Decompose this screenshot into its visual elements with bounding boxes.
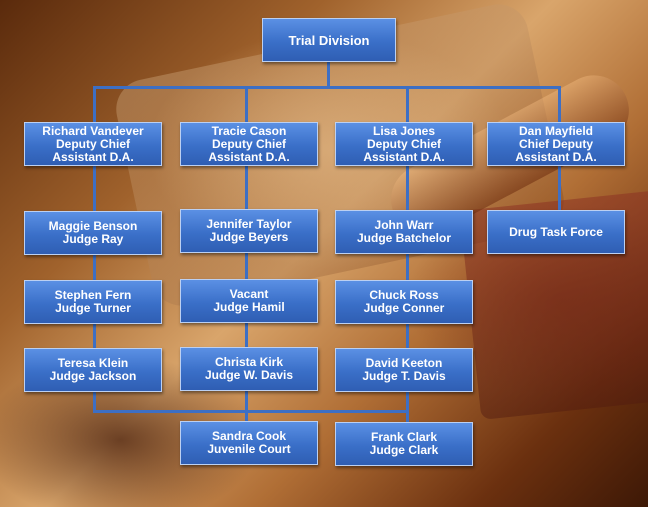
node-line: Frank Clark [370, 430, 438, 444]
connector-top-bar [93, 86, 561, 89]
node-line: Chuck Ross [369, 288, 439, 302]
node-line: David Keeton [365, 356, 443, 370]
node-line: Dan Mayfield [518, 123, 593, 138]
node-line: Judge W. Davis [204, 368, 294, 382]
node-line: Assistant D.A. [515, 149, 597, 164]
node-tracie-cason: Tracie Cason Deputy Chief Assistant D.A. [180, 122, 318, 166]
node-line: Sandra Cook [211, 429, 286, 443]
node-vacant: Vacant Judge Hamil [180, 279, 318, 323]
node-line: Stephen Fern [54, 288, 132, 302]
node-lisa-jones: Lisa Jones Deputy Chief Assistant D.A. [335, 122, 473, 166]
node-line: Jennifer Taylor [206, 217, 292, 231]
node-line: Assistant D.A. [208, 149, 290, 164]
node-drug-task-force: Drug Task Force [487, 210, 625, 254]
node-maggie-benson: Maggie Benson Judge Ray [24, 211, 162, 255]
node-trial-division: Trial Division [262, 18, 396, 62]
node-line: Judge Clark [369, 443, 439, 457]
node-stephen-fern: Stephen Fern Judge Turner [24, 280, 162, 324]
node-chuck-ross: Chuck Ross Judge Conner [335, 280, 473, 324]
node-line: Assistant D.A. [363, 149, 445, 164]
node-line: Judge Ray [62, 232, 124, 246]
connector-col2 [245, 86, 248, 426]
node-teresa-klein: Teresa Klein Judge Jackson [24, 348, 162, 392]
node-frank-clark: Frank Clark Judge Clark [335, 422, 473, 466]
node-line: Judge Conner [363, 301, 445, 315]
node-line: Tracie Cason [211, 123, 287, 138]
node-sandra-cook: Sandra Cook Juvenile Court [180, 421, 318, 465]
node-line: Judge Hamil [213, 300, 285, 314]
node-line: Judge T. Davis [362, 369, 446, 383]
node-line: Deputy Chief [366, 136, 441, 151]
connector-bottom-bar [93, 410, 409, 413]
node-trial-division-text: Trial Division [288, 32, 370, 48]
node-line: Deputy Chief [211, 136, 286, 151]
connector-root-stem [327, 62, 330, 88]
node-line: Drug Task Force [509, 224, 603, 239]
node-line: Judge Beyers [209, 230, 289, 244]
node-line: Judge Batchelor [356, 231, 452, 245]
node-line: Richard Vandever [42, 123, 144, 138]
node-line: Maggie Benson [48, 219, 138, 233]
node-line: Assistant D.A. [52, 149, 134, 164]
node-david-keeton: David Keeton Judge T. Davis [335, 348, 473, 392]
node-line: Christa Kirk [214, 355, 284, 369]
node-richard-vandever: Richard Vandever Deputy Chief Assistant … [24, 122, 162, 166]
node-line: John Warr [374, 218, 434, 232]
node-line: Vacant [229, 287, 269, 301]
node-line: Chief Deputy [518, 136, 593, 151]
node-line: Juvenile Court [207, 442, 291, 456]
node-john-warr: John Warr Judge Batchelor [335, 210, 473, 254]
node-line: Judge Jackson [49, 369, 137, 383]
connector-col3 [406, 86, 409, 426]
node-jennifer-taylor: Jennifer Taylor Judge Beyers [180, 209, 318, 253]
node-line: Teresa Klein [57, 356, 129, 370]
node-dan-mayfield: Dan Mayfield Chief Deputy Assistant D.A. [487, 122, 625, 166]
node-line: Deputy Chief [55, 136, 130, 151]
node-line: Judge Turner [55, 301, 131, 315]
node-christa-kirk: Christa Kirk Judge W. Davis [180, 347, 318, 391]
node-line: Lisa Jones [372, 123, 436, 138]
